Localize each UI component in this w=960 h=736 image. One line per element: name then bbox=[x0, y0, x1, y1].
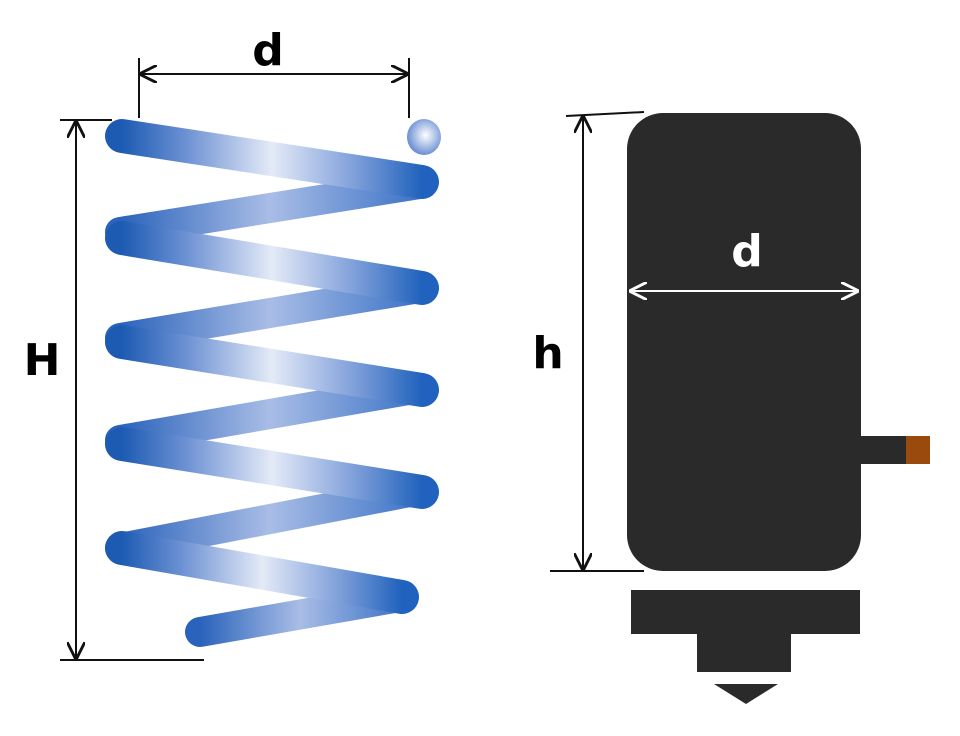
spring-height-label: H bbox=[24, 335, 61, 386]
cylinder-height-dimension bbox=[550, 111, 645, 572]
cylinder-base-plate bbox=[631, 590, 860, 634]
spring-width-label: d bbox=[252, 25, 284, 76]
cylinder-height-label: h bbox=[532, 328, 563, 379]
cylinder-side-tip bbox=[906, 436, 930, 464]
cylinder-width-label: d bbox=[731, 226, 763, 277]
cylinder-side-tube bbox=[859, 436, 909, 464]
cylinder-base-stem bbox=[697, 632, 791, 672]
cylinder bbox=[627, 113, 930, 704]
spring-width-dimension bbox=[138, 58, 410, 118]
cylinder-body bbox=[627, 113, 861, 571]
spring-end-cap bbox=[407, 119, 441, 155]
cylinder-base-arrow-icon bbox=[714, 684, 778, 704]
spring-height-dimension bbox=[60, 119, 204, 661]
coil-spring bbox=[103, 119, 441, 652]
